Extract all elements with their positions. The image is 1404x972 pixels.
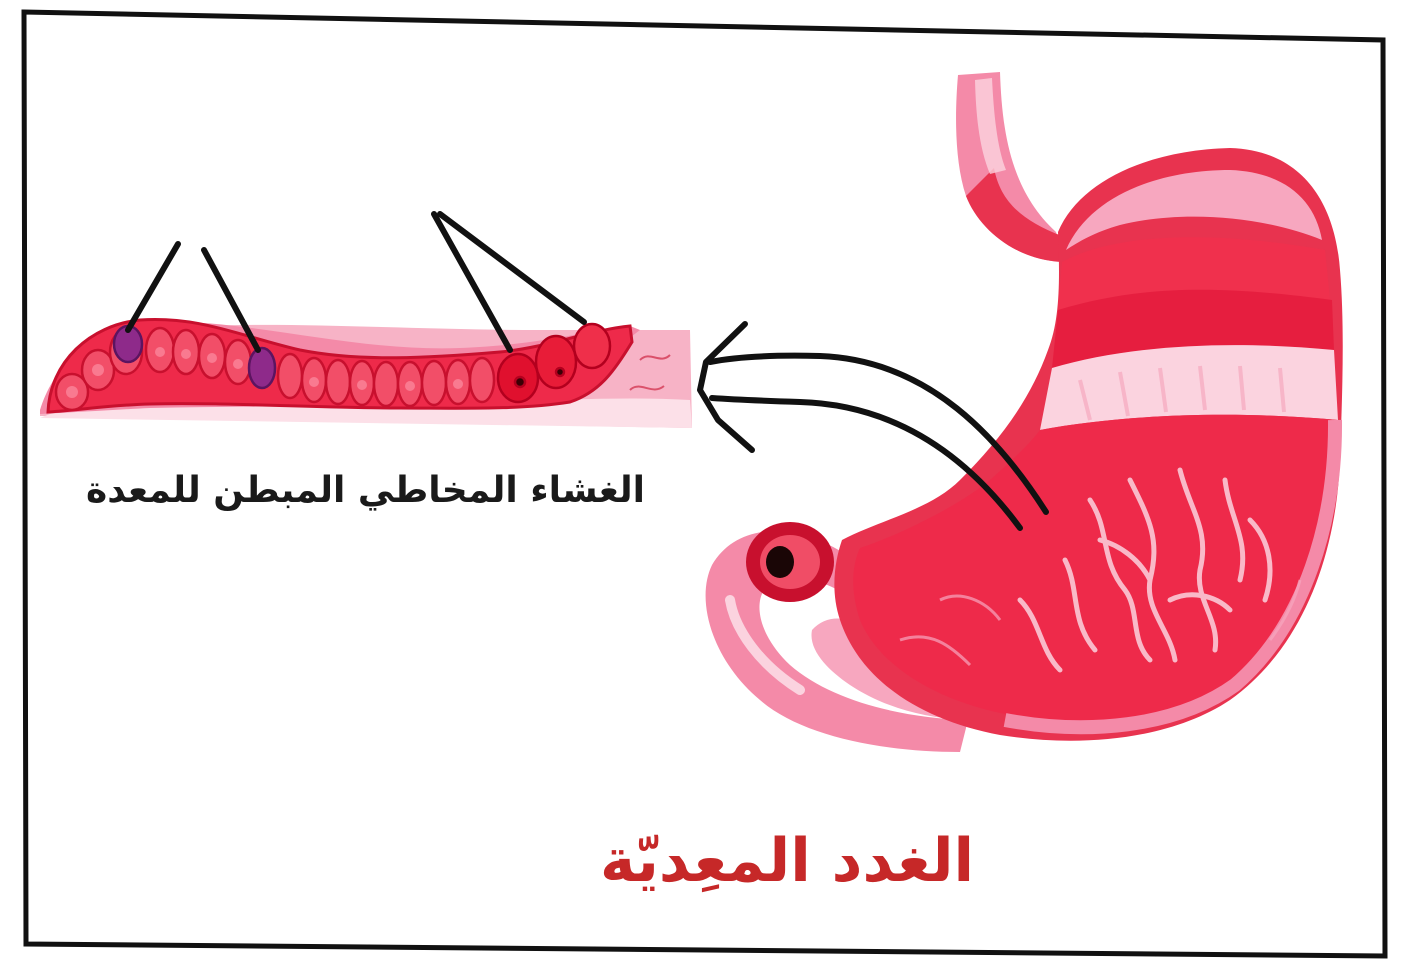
mucosa-cell-layer [40,319,692,428]
gastric-glands-title: الغدد المعِديّة [600,826,974,896]
pointer-arrow [700,324,1046,528]
mucosa-caption: الغشاء المخاطي المبطن للمعدة [86,470,645,511]
stomach-illustration [706,72,1343,752]
